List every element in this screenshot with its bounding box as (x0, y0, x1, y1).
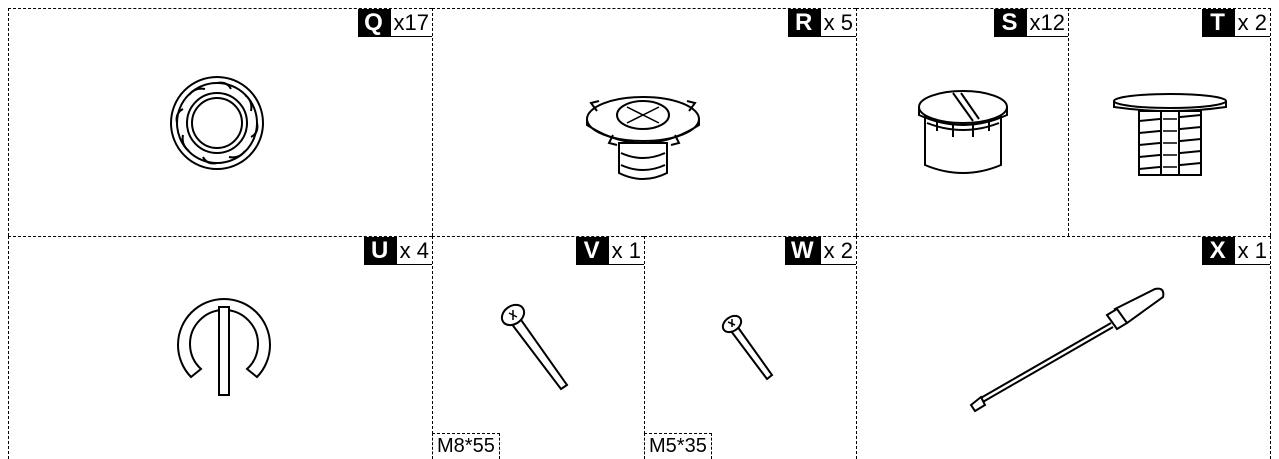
part-label-s: S x12 (993, 9, 1068, 37)
part-label-v: V x 1 (575, 237, 644, 265)
part-quantity: x 2 (1233, 9, 1270, 37)
part-quantity: x17 (389, 9, 432, 37)
part-quantity: x 1 (1233, 237, 1270, 265)
part-letter: R (787, 9, 820, 37)
threaded-insert-icon (1113, 93, 1227, 176)
bolt-icon (500, 303, 569, 391)
part-letter: U (363, 237, 396, 265)
part-label-w: W x 2 (784, 237, 856, 265)
bolt-size-tag: M5*35 (644, 433, 712, 459)
part-letter: V (575, 237, 608, 265)
part-cell-x: X x 1 (856, 236, 1271, 459)
part-label-t: T x 2 (1201, 9, 1270, 37)
part-cell-v: V x 1 M8*55 (432, 236, 644, 459)
screwdriver-icon (969, 287, 1165, 413)
c-clip-icon (177, 298, 271, 396)
bolt-icon (721, 314, 774, 381)
cam-fitting-cap-icon (586, 96, 700, 180)
part-quantity: x12 (1025, 9, 1068, 37)
part-cell-r: R x 5 (432, 8, 856, 236)
part-label-u: U x 4 (363, 237, 432, 265)
part-letter: S (993, 9, 1026, 37)
part-cell-w: W x 2 M5*35 (644, 236, 856, 459)
part-quantity: x 1 (607, 237, 644, 265)
part-label-x: X x 1 (1201, 237, 1270, 265)
part-label-q: Q x17 (357, 9, 432, 37)
part-quantity: x 2 (819, 237, 856, 265)
part-cell-u: U x 4 (8, 236, 432, 459)
part-letter: W (784, 237, 820, 265)
part-letter: X (1201, 237, 1234, 265)
part-cell-t: T x 2 (1068, 8, 1271, 236)
part-cell-q: Q x17 (8, 8, 432, 236)
part-letter: Q (357, 9, 390, 37)
bolt-size-tag: M8*55 (432, 433, 500, 459)
part-quantity: x 4 (395, 237, 432, 265)
part-letter: T (1201, 9, 1234, 37)
part-label-r: R x 5 (787, 9, 856, 37)
cam-lock-nut-icon (170, 76, 264, 170)
plastic-plug-icon (918, 90, 1008, 174)
part-quantity: x 5 (819, 9, 856, 37)
part-cell-s: S x12 (856, 8, 1068, 236)
